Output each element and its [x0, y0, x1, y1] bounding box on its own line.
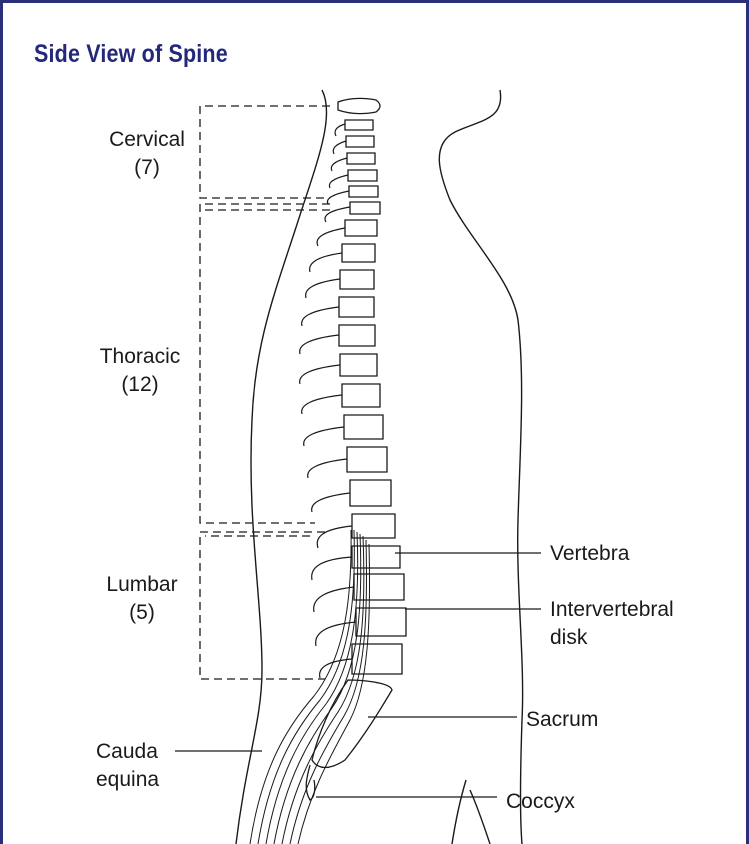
front-outline: [439, 90, 522, 844]
sacrum: [312, 680, 392, 768]
region-brackets: [200, 106, 330, 679]
leg-outline-left: [452, 780, 466, 844]
sacrum-coccyx: [306, 680, 392, 800]
leg-outline-right: [470, 790, 490, 844]
back-outline: [236, 90, 327, 844]
lumbar-bracket: [200, 532, 325, 679]
thoracic-bracket: [200, 204, 330, 523]
